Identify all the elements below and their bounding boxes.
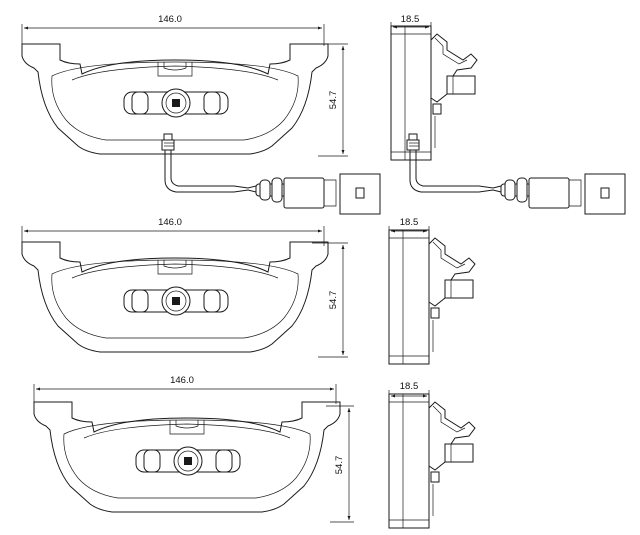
pad-3-front-view <box>33 401 341 513</box>
pad-1-thickness-dimension: 18.5 <box>390 14 432 34</box>
pad-2-width-label: 146.0 <box>158 217 182 228</box>
pad-2-width-dimension: 146.0 <box>21 217 325 246</box>
pad-2-thickness-label: 18.5 <box>400 217 419 228</box>
pad-3-side-view <box>388 393 476 529</box>
pad-2-thickness-dimension: 18.5 <box>388 217 430 238</box>
pad-3-height-label: 54.7 <box>334 456 345 475</box>
pad-2-front-view <box>21 241 329 353</box>
pad-1-side-view <box>390 25 626 215</box>
pad-1-height-dimension: 54.7 <box>312 43 348 157</box>
pad-3-width-dimension: 146.0 <box>33 375 337 404</box>
pad-1-height-label: 54.7 <box>328 91 339 110</box>
pad-1-side-wear-sensor <box>406 133 626 215</box>
pad-2-side-view <box>388 229 476 365</box>
pad-1-wear-sensor <box>161 133 381 215</box>
pad-3-height-dimension: 54.7 <box>326 405 354 523</box>
pad-3-width-label: 146.0 <box>170 375 194 386</box>
pad-1-width-dimension: 146.0 <box>21 14 325 46</box>
pad-1-width-label: 146.0 <box>158 14 182 25</box>
pad-3-thickness-label: 18.5 <box>400 381 419 392</box>
pad-2-height-dimension: 54.7 <box>312 242 348 358</box>
pad-1-thickness-label: 18.5 <box>401 14 420 25</box>
pad-3-thickness-dimension: 18.5 <box>388 381 430 402</box>
pad-2-height-label: 54.7 <box>328 291 339 310</box>
pad-1-front-view <box>21 43 381 215</box>
